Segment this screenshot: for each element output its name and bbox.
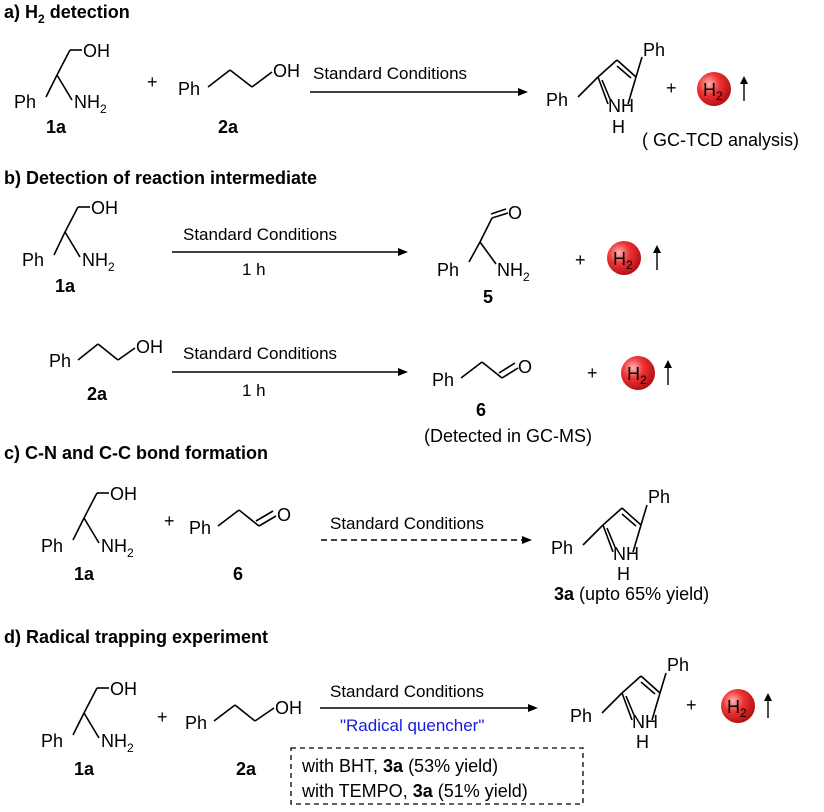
plus-sign: + xyxy=(147,72,158,92)
standard-conditions-text: Standard Conditions xyxy=(183,225,337,244)
compound-2a: Ph OH xyxy=(185,698,302,733)
svg-text:Ph: Ph xyxy=(41,731,63,751)
label-1a: 1a xyxy=(74,564,95,584)
arrow-head xyxy=(522,536,532,544)
label-2a: 2a xyxy=(236,759,257,779)
svg-text:H: H xyxy=(612,117,625,137)
svg-text:Ph: Ph xyxy=(178,79,200,99)
section-a-title: a) H2 detection xyxy=(4,2,130,26)
label-1a: 1a xyxy=(46,117,67,137)
svg-text:OH: OH xyxy=(110,484,137,504)
compound-6: Ph O xyxy=(189,505,291,538)
svg-text:OH: OH xyxy=(136,337,163,357)
svg-text:OH: OH xyxy=(273,61,300,81)
arrow-head xyxy=(398,368,408,376)
gc-ms-note: (Detected in GC-MS) xyxy=(424,426,592,446)
time-text: 1 h xyxy=(242,260,266,279)
section-c-title: c) C-N and C-C bond formation xyxy=(4,443,268,463)
svg-text:NH2: NH2 xyxy=(82,250,115,274)
yield-note: 3a (upto 65% yield) xyxy=(554,584,709,604)
svg-text:OH: OH xyxy=(91,198,118,218)
label-5: 5 xyxy=(483,287,493,307)
svg-text:O: O xyxy=(277,505,291,525)
plus-sign: + xyxy=(666,78,677,98)
label-1a: 1a xyxy=(55,276,76,296)
arrow-head xyxy=(518,88,528,96)
section-b-title: b) Detection of reaction intermediate xyxy=(4,168,317,188)
svg-text:NH: NH xyxy=(613,544,639,564)
standard-conditions-text: Standard Conditions xyxy=(330,514,484,533)
svg-text:H: H xyxy=(617,564,630,584)
standard-conditions-text: Standard Conditions xyxy=(330,682,484,701)
tempo-result: with TEMPO, 3a (51% yield) xyxy=(301,781,528,801)
plus-sign: + xyxy=(587,363,598,383)
label-1a: 1a xyxy=(74,759,95,779)
svg-text:H2: H2 xyxy=(727,697,747,720)
plus-sign: + xyxy=(164,511,175,531)
compound-5: O Ph NH2 xyxy=(437,203,530,284)
h2-ball: H2 xyxy=(721,689,772,723)
svg-text:Ph: Ph xyxy=(22,250,44,270)
compound-1a: OH Ph NH2 xyxy=(41,484,137,560)
quencher-box xyxy=(290,747,584,805)
pyrrole-3a: Ph Ph NH H xyxy=(570,655,689,752)
svg-text:Ph: Ph xyxy=(551,538,573,558)
h2-ball: H2 xyxy=(621,356,672,390)
compound-6: Ph O xyxy=(432,357,532,390)
svg-text:Ph: Ph xyxy=(14,92,36,112)
svg-text:OH: OH xyxy=(83,41,110,61)
svg-text:O: O xyxy=(508,203,522,223)
label-2a: 2a xyxy=(87,384,108,404)
svg-text:H2: H2 xyxy=(613,249,633,272)
svg-text:Ph: Ph xyxy=(437,260,459,280)
compound-1a: OH Ph NH2 xyxy=(14,41,110,116)
svg-text:Ph: Ph xyxy=(667,655,689,675)
bht-result: with BHT, 3a (53% yield) xyxy=(301,756,498,776)
svg-text:Ph: Ph xyxy=(432,370,454,390)
svg-text:Ph: Ph xyxy=(189,518,211,538)
svg-text:NH: NH xyxy=(608,96,634,116)
svg-text:NH2: NH2 xyxy=(101,536,134,560)
svg-text:H2: H2 xyxy=(703,80,723,103)
standard-conditions-text: Standard Conditions xyxy=(183,344,337,363)
plus-sign: + xyxy=(686,695,697,715)
radical-quencher-text: "Radical quencher" xyxy=(340,716,484,735)
standard-conditions-text: Standard Conditions xyxy=(313,64,467,83)
svg-text:Ph: Ph xyxy=(41,536,63,556)
pyrrole-3a: Ph Ph NH H xyxy=(551,487,670,584)
svg-text:Ph: Ph xyxy=(648,487,670,507)
svg-text:Ph: Ph xyxy=(185,713,207,733)
label-2a: 2a xyxy=(218,117,239,137)
plus-sign: + xyxy=(575,250,586,270)
compound-2a: Ph OH xyxy=(49,337,163,371)
label-6: 6 xyxy=(476,400,486,420)
svg-text:OH: OH xyxy=(110,679,137,699)
svg-text:NH: NH xyxy=(632,712,658,732)
h2-ball: H2 xyxy=(697,72,748,106)
time-text: 1 h xyxy=(242,381,266,400)
svg-text:H: H xyxy=(636,732,649,752)
svg-text:NH2: NH2 xyxy=(101,731,134,755)
svg-text:OH: OH xyxy=(275,698,302,718)
svg-text:Ph: Ph xyxy=(643,40,665,60)
compound-2a: Ph OH xyxy=(178,61,300,99)
arrow-head xyxy=(528,704,538,712)
svg-text:NH2: NH2 xyxy=(497,260,530,284)
h2-ball: H2 xyxy=(607,241,661,275)
section-d-title: d) Radical trapping experiment xyxy=(4,627,268,647)
svg-text:H2: H2 xyxy=(627,364,647,387)
svg-text:Ph: Ph xyxy=(546,90,568,110)
svg-text:NH2: NH2 xyxy=(74,92,107,116)
svg-text:Ph: Ph xyxy=(49,351,71,371)
compound-1a: OH Ph NH2 xyxy=(22,198,118,274)
gc-tcd-note: ( GC-TCD analysis) xyxy=(642,130,799,150)
pyrrole-3a: Ph Ph NH H xyxy=(546,40,665,137)
label-6: 6 xyxy=(233,564,243,584)
svg-text:Ph: Ph xyxy=(570,706,592,726)
compound-1a: OH Ph NH2 xyxy=(41,679,137,755)
arrow-head xyxy=(398,248,408,256)
plus-sign: + xyxy=(157,707,168,727)
svg-text:O: O xyxy=(518,357,532,377)
